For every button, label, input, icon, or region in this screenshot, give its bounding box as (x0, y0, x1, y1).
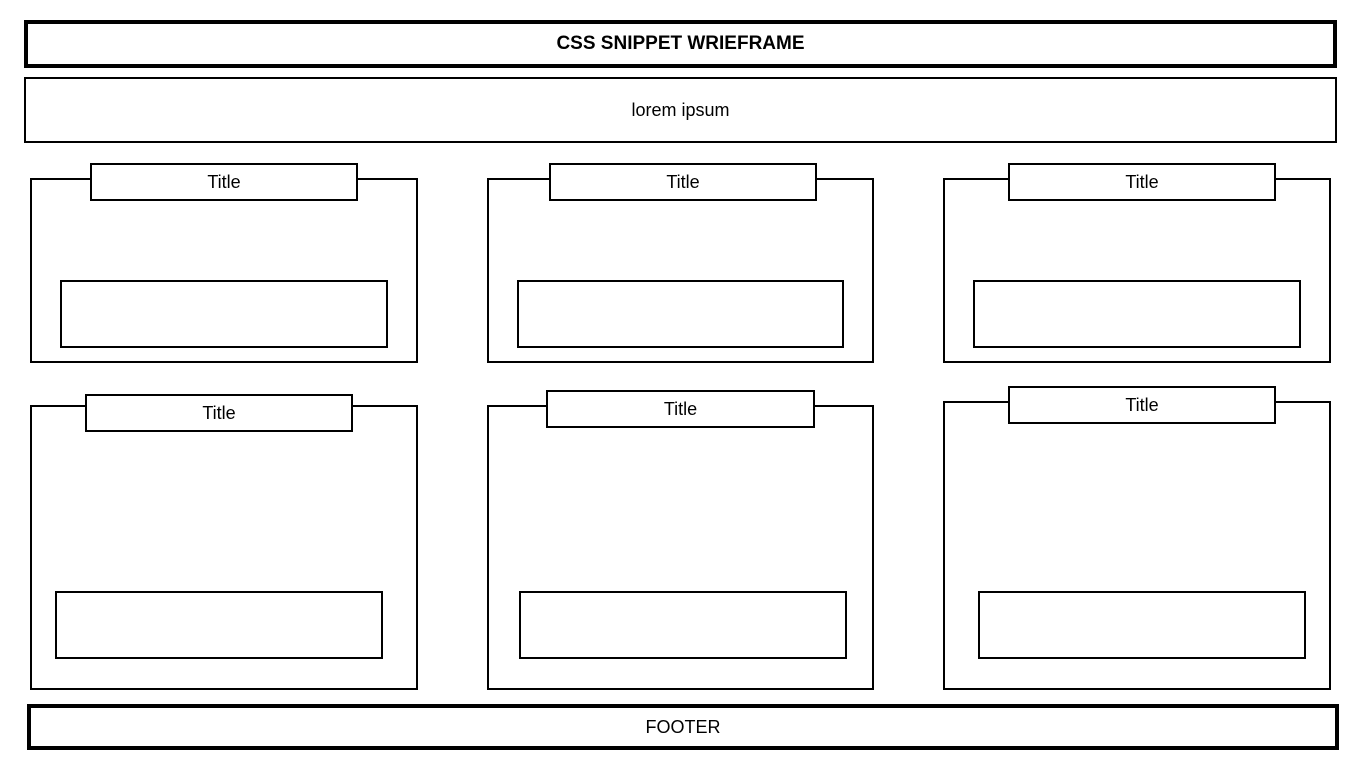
card-6-content-box (978, 591, 1306, 659)
card-2-title: Title (549, 163, 817, 201)
card-1-title: Title (90, 163, 358, 201)
card-3-content-box (973, 280, 1301, 348)
banner: lorem ipsum (24, 77, 1337, 143)
footer: FOOTER (27, 704, 1339, 750)
card-5-title: Title (546, 390, 815, 428)
card-4-content-box (55, 591, 383, 659)
card-3-title: Title (1008, 163, 1276, 201)
page-title: CSS SNIPPET WRIEFRAME (24, 20, 1337, 68)
card-6-title: Title (1008, 386, 1276, 424)
card-5-content-box (519, 591, 847, 659)
card-4-title: Title (85, 394, 353, 432)
card-2-content-box (517, 280, 844, 348)
card-1-content-box (60, 280, 388, 348)
